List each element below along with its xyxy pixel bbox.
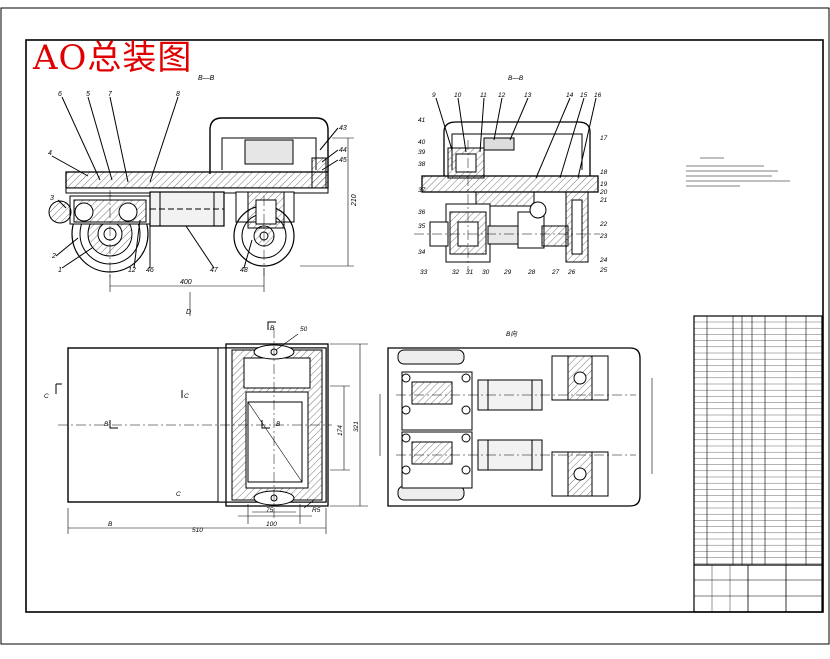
- dimension-text: R5: [312, 507, 321, 514]
- dimension-text: 400: [180, 279, 192, 286]
- front-motor-block: [244, 139, 294, 165]
- callout: 17: [600, 135, 608, 142]
- callout: 16: [594, 92, 602, 99]
- view-title: B向: [506, 330, 517, 338]
- section-mark: C: [176, 491, 181, 498]
- callout: 48: [240, 267, 248, 274]
- callout: 33: [420, 269, 428, 276]
- callout: 45: [339, 157, 347, 164]
- callout: 39: [418, 149, 426, 156]
- section-view: [414, 97, 600, 270]
- callout: 32: [452, 269, 460, 276]
- callout: 19: [600, 181, 608, 188]
- dimension-text: 210: [351, 194, 358, 207]
- callout: 24: [599, 257, 608, 264]
- outer-border: [0, 7, 830, 645]
- callout: 10: [454, 92, 462, 99]
- technical-notes: [686, 157, 790, 187]
- plan-view: [55, 321, 368, 534]
- callout: 22: [599, 221, 608, 228]
- section-view-labels: B—B 9 10 11 12 13 14 15 16 41 40 39 38 3…: [418, 75, 608, 276]
- view-marker: D: [186, 309, 191, 316]
- callout: 41: [418, 117, 426, 124]
- callout: 15: [580, 92, 588, 99]
- dimension-text: 100: [266, 521, 277, 528]
- callout: 30: [482, 269, 490, 276]
- callout: 35: [418, 223, 426, 230]
- callout: 40: [418, 139, 426, 146]
- section-mark: B: [276, 421, 281, 428]
- callout: 9: [432, 92, 436, 99]
- callout: 14: [566, 92, 574, 99]
- dimension-text: 510: [192, 527, 203, 534]
- callout: 29: [503, 269, 512, 276]
- parts-list-rows: [694, 321, 822, 564]
- section-mark: B: [108, 521, 113, 528]
- callout: 23: [599, 233, 608, 240]
- callout: 2: [51, 253, 56, 260]
- callout: 34: [418, 249, 426, 256]
- section-frame-plate: [421, 175, 599, 193]
- callout: 12: [128, 267, 136, 274]
- callout: 50: [300, 326, 308, 333]
- callout: 7: [108, 91, 113, 98]
- b-view: [379, 347, 653, 507]
- drawing-title: AO总装图: [33, 38, 193, 78]
- inner-border: [25, 39, 824, 613]
- front-housing-cover: [209, 117, 329, 174]
- callout: 37: [418, 187, 426, 194]
- parts-list-table: [693, 315, 823, 613]
- section-mark: C: [44, 393, 49, 400]
- callout: 21: [599, 197, 608, 204]
- callout: 12: [498, 92, 506, 99]
- callout: 1: [58, 267, 62, 274]
- front-view: [48, 96, 354, 316]
- callout: 46: [146, 267, 154, 274]
- callout: 44: [339, 147, 347, 154]
- callout: 27: [551, 269, 560, 276]
- b-view-wheel-front-left: [397, 349, 465, 365]
- callout: 38: [418, 161, 426, 168]
- front-section-label: B—B: [198, 75, 215, 82]
- callout: 11: [480, 92, 487, 99]
- callout: 5: [86, 91, 90, 98]
- callout: 36: [418, 209, 426, 216]
- callout: 8: [176, 91, 180, 98]
- b-view-labels: B向: [506, 330, 517, 338]
- plan-view-labels: C C C B B B B 50 510 75 100 R5 321 174: [44, 325, 360, 534]
- section-mark: C: [184, 393, 189, 400]
- callout: 26: [567, 269, 576, 276]
- dimension-text: 321: [353, 421, 360, 432]
- callout: 13: [524, 92, 532, 99]
- b-view-outline: [387, 347, 641, 507]
- callout: 43: [339, 125, 347, 132]
- callout: 47: [210, 267, 219, 274]
- callout: 4: [48, 150, 52, 157]
- callout: 31: [466, 269, 474, 276]
- callout: 25: [599, 267, 608, 274]
- callout: 20: [599, 189, 608, 196]
- front-view-labels: B—B 6 5 7 8 4 3 2 1 12 46 47 48 43 44 45…: [48, 75, 358, 316]
- section-mark: B: [104, 421, 109, 428]
- callout: 3: [50, 195, 54, 202]
- callout: 28: [527, 269, 536, 276]
- section-mark: B: [270, 325, 275, 332]
- dimension-text: 75: [266, 507, 274, 514]
- callout: 6: [58, 91, 62, 98]
- front-frame-plate: [65, 171, 329, 189]
- section-title: B—B: [508, 75, 524, 82]
- callout: 18: [600, 169, 608, 176]
- dimension-text: 174: [337, 425, 344, 436]
